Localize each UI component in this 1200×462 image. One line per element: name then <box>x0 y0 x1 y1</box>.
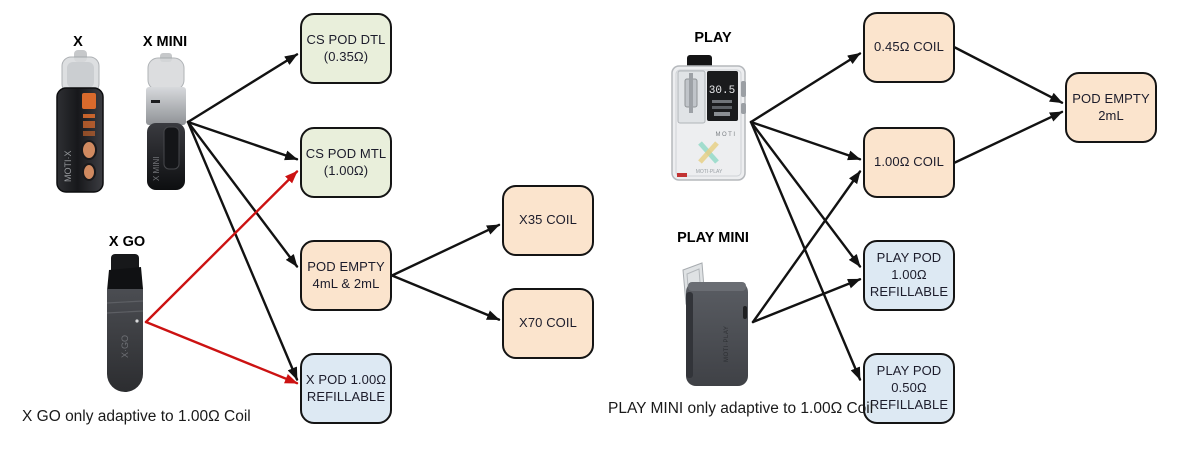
node-cs-pod-mtl: CS POD MTL (1.00Ω) <box>300 127 392 198</box>
node-pod-empty-2ml: POD EMPTY 2mL <box>1065 72 1157 143</box>
device-image-play-mini: MOTI·PLAY <box>676 258 752 393</box>
edge-play-mini-to-play-pod-100 <box>751 278 862 324</box>
svg-text:MOTI·PLAY: MOTI·PLAY <box>696 169 723 175</box>
edge-coil-100-to-pod-empty-2ml <box>953 110 1064 164</box>
node-pod-empty-4ml: POD EMPTY 4mL & 2mL <box>300 240 392 311</box>
edge-pod-empty-4ml-to-x35-coil <box>390 223 501 277</box>
svg-text:MOTI: MOTI <box>716 132 737 138</box>
node-play-pod-100: PLAY POD 1.00Ω REFILLABLE <box>863 240 955 311</box>
edge-play-to-coil-045 <box>749 52 862 124</box>
edge-play-to-play-pod-100 <box>749 120 862 268</box>
device-image-play: 30.5 MOTI MOTI·PLAY <box>670 55 748 186</box>
node-cs-pod-dtl: CS POD DTL (0.35Ω) <box>300 13 392 84</box>
edge-x-mini-to-pod-empty-4ml <box>186 120 299 268</box>
edge-play-to-coil-100 <box>749 120 862 161</box>
svg-text:MOTI·X: MOTI·X <box>63 151 73 183</box>
node-x-pod-refillable: X POD 1.00Ω REFILLABLE <box>300 353 392 424</box>
edge-pod-empty-4ml-to-x70-coil <box>390 274 501 321</box>
svg-text:X MINI: X MINI <box>152 157 161 181</box>
edge-play-mini-to-coil-100 <box>751 170 862 324</box>
edge-coil-045-to-pod-empty-2ml <box>953 46 1064 104</box>
node-coil-045: 0.45Ω COIL <box>863 12 955 83</box>
edge-play-to-play-pod-050 <box>749 120 862 381</box>
node-x35-coil: X35 COIL <box>502 185 594 256</box>
edge-x-go-to-cs-pod-mtl <box>144 170 299 324</box>
node-coil-100: 1.00Ω COIL <box>863 127 955 198</box>
caption-x-go: X GO only adaptive to 1.00Ω Coil <box>22 408 251 425</box>
device-image-x: MOTI·X <box>52 50 108 200</box>
edge-x-mini-to-cs-pod-dtl <box>186 53 299 124</box>
node-play-pod-050: PLAY POD 0.50Ω REFILLABLE <box>863 353 955 424</box>
node-x70-coil: X70 COIL <box>502 288 594 359</box>
device-label-play-mini: PLAY MINI <box>677 230 749 246</box>
edge-x-mini-to-cs-pod-mtl <box>186 120 299 161</box>
device-label-x-mini: X MINI <box>142 34 188 50</box>
edge-x-go-to-x-pod <box>144 320 299 385</box>
device-label-x: X <box>73 34 83 50</box>
device-image-x-go: X·GO <box>102 252 148 401</box>
caption-play-mini: PLAY MINI only adaptive to 1.00Ω Coil <box>608 400 874 417</box>
svg-text:X·GO: X·GO <box>120 335 130 358</box>
svg-text:MOTI·PLAY: MOTI·PLAY <box>724 326 730 362</box>
device-label-play: PLAY <box>694 30 732 46</box>
svg-text:30.5: 30.5 <box>709 85 735 97</box>
device-label-x-go: X GO <box>108 234 146 250</box>
device-image-x-mini: X MINI <box>142 53 190 200</box>
edge-x-mini-to-x-pod <box>186 120 299 381</box>
